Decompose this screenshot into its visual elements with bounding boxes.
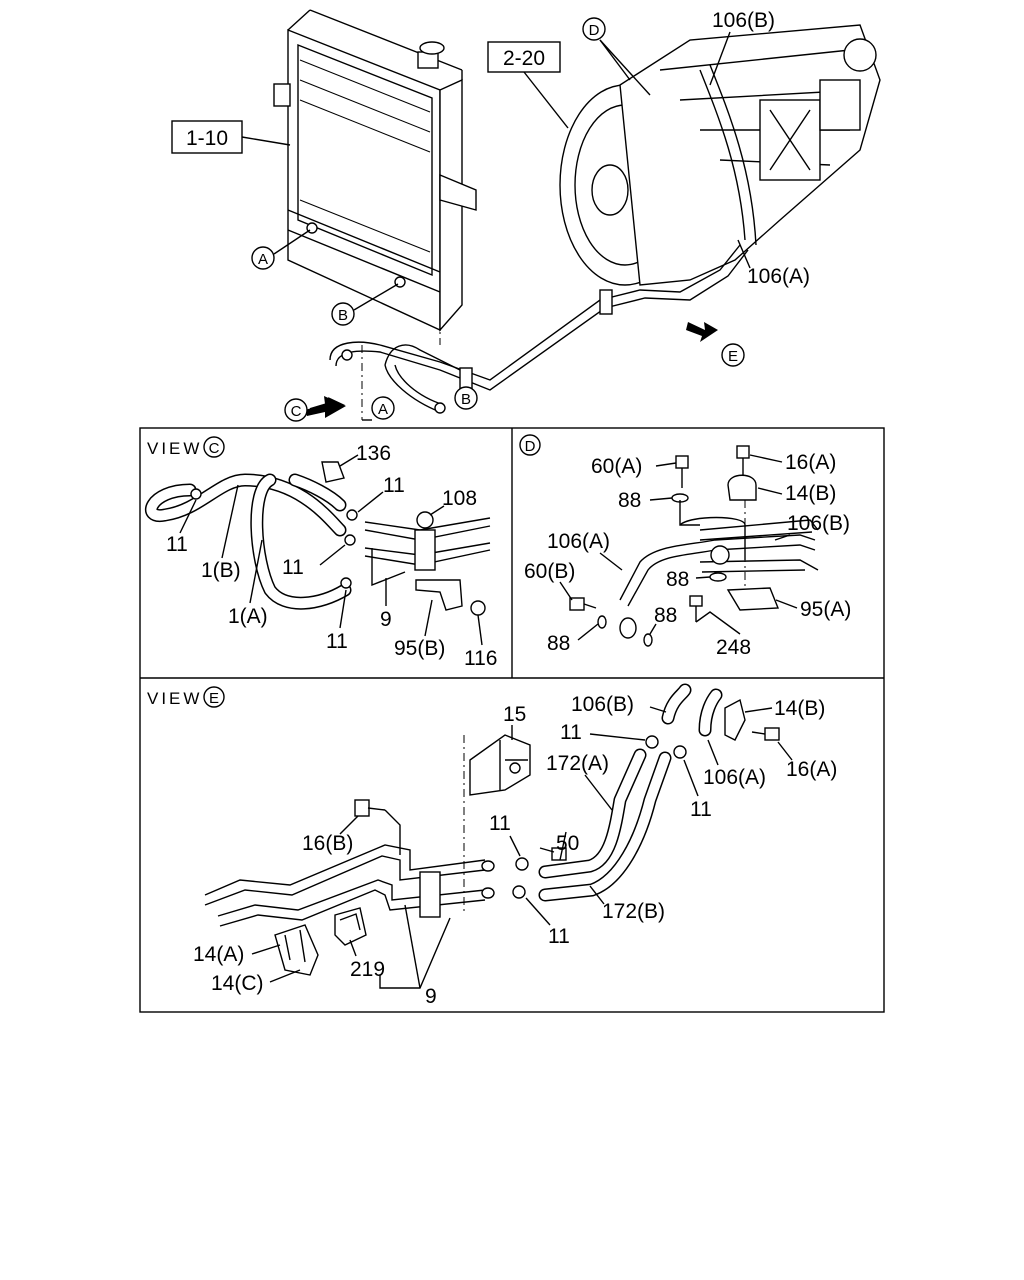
ref-2-20-label: 2-20 [503,47,545,70]
view-c-label-1a: 1(A) [228,605,268,628]
radiator-assembly [273,9,477,332]
view-c-title: VIEW [147,439,202,458]
view-e-label-50: 50 [556,832,579,855]
view-c-label-116: 116 [464,647,497,670]
view-e-label-15: 15 [503,703,526,726]
view-c-label-1b: 1(B) [201,559,241,582]
marker-a-radiator: A [251,229,311,270]
marker-a-line-label: A [378,401,388,418]
view-e-label-11c: 11 [489,812,511,835]
view-e-label-16a: 16(A) [786,758,837,781]
view-e-label-16b: 16(B) [302,832,353,855]
view-e-label-14b: 14(B) [774,697,825,720]
marker-b-radiator: B [331,283,399,326]
view-d-panel: D 60(A) 16(A) 88 14(B) 106(A) 106( [519,434,851,659]
marker-b-line-label: B [461,391,471,408]
view-e-label-106a: 106(A) [703,766,766,789]
view-e-label-11b: 11 [690,798,712,821]
marker-b-label: B [338,307,348,324]
view-e-label-172b: 172(B) [602,900,665,923]
marker-c-label: C [291,403,302,420]
view-c-label-11a: 11 [383,474,405,497]
view-d-label-106b: 106(B) [787,512,850,535]
ref-box-2-20: 2-20 [487,41,569,129]
view-d-label-88b: 88 [666,568,689,591]
view-e-label-14a: 14(A) [193,943,244,966]
view-d-label-95a: 95(A) [800,598,851,621]
marker-c-top: C [284,398,308,422]
view-d-label-60a: 60(A) [591,455,642,478]
transmission-assembly [559,24,881,286]
view-e-label-9: 9 [425,985,437,1008]
view-e-label-106b: 106(B) [571,693,634,716]
view-c-label-9: 9 [380,608,392,631]
label-106a-top: 106(A) [747,265,810,288]
view-e-label-11a: 11 [560,721,582,744]
marker-a-label: A [258,251,268,268]
view-e-label-14c: 14(C) [211,972,264,995]
view-c-label-136: 136 [356,442,391,465]
marker-e-top: E [721,343,745,367]
view-d-marker: D [525,438,536,455]
ref-1-10-label: 1-10 [186,127,228,150]
view-e-title: VIEW [147,689,202,708]
view-d-label-88d: 88 [547,632,570,655]
view-e-panel: VIEW E [147,683,837,1008]
view-c-marker: C [209,440,220,457]
cooler-lines-overview [329,244,749,420]
view-c-panel: VIEW C 136 11 108 11 11 1(B) 1( [145,436,497,670]
view-d-label-106a: 106(A) [547,530,610,553]
view-c-label-108: 108 [442,487,477,510]
view-e-label-172a: 172(A) [546,752,609,775]
marker-d-label: D [589,22,600,39]
view-d-label-14b: 14(B) [785,482,836,505]
view-d-label-88a: 88 [618,489,641,512]
view-e-label-219: 219 [350,958,385,981]
view-c-label-11b: 11 [166,533,188,556]
view-c-label-95b: 95(B) [394,637,445,660]
view-d-label-16a: 16(A) [785,451,836,474]
marker-d-top: D [582,17,651,96]
view-d-label-60b: 60(B) [524,560,575,583]
view-e-label-11d: 11 [548,925,570,948]
view-e-marker: E [209,690,219,707]
view-arrow-e [686,322,718,342]
view-arrow-c [305,396,346,418]
marker-e-label: E [728,348,738,365]
view-d-label-88c: 88 [654,604,677,627]
marker-a-line: A [362,396,395,421]
ref-box-1-10: 1-10 [171,120,291,154]
label-106b-top: 106(B) [712,9,775,32]
view-c-label-11c: 11 [282,556,304,579]
view-c-label-11d: 11 [326,630,348,653]
marker-b-line: B [454,386,478,410]
view-d-label-248: 248 [716,636,751,659]
